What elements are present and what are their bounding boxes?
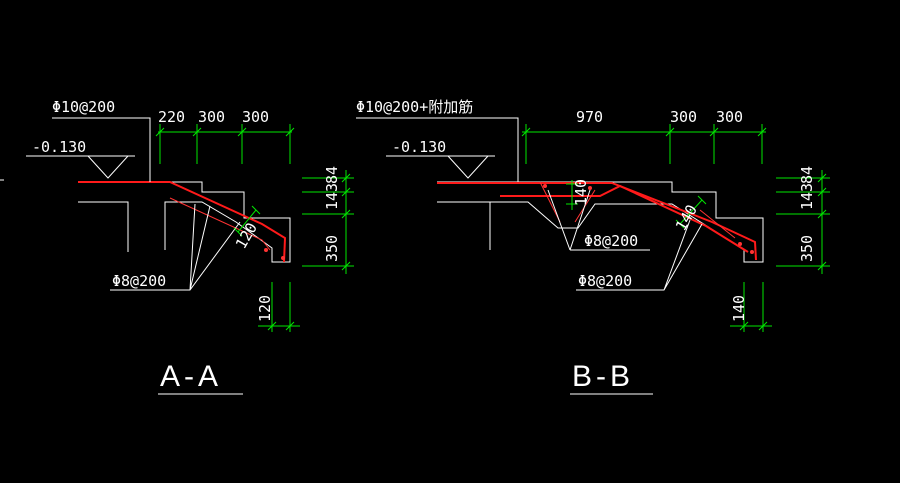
section-b-dim-970: 970 [576,108,603,126]
section-b: -0.130 Φ10@200+附加筋 Φ8@200 Φ8@200 970 300… [356,98,830,395]
section-b-rebar-dot [738,242,742,246]
section-b-dim-top-ticks [521,127,767,137]
section-a-stirrup-leader [110,203,241,291]
section-b-top-rebar-label: Φ10@200+附加筋 [356,98,473,116]
section-b-dim-right-lines [776,170,830,274]
section-b-additional-rebar [500,184,749,253]
section-a-top-rebar [78,181,287,263]
section-b-title: B-B [572,360,634,393]
section-b-dim-143: 143 [798,183,816,210]
section-b-top-rebar [437,182,757,261]
section-a: -0.130 Φ10@200 Φ8@200 220 300 300 84 143… [26,98,354,395]
section-a-dim-top-ticks [155,127,295,137]
section-b-rebar-dot [543,184,547,188]
section-a-dim-300a: 300 [198,108,225,126]
section-b-top-rebar-leader [356,117,519,182]
section-b-dim-step-140: 140 [572,179,590,206]
section-a-outline [78,181,291,263]
section-a-dim-top-lines [158,124,292,164]
section-b-dim-top-lines [522,124,766,164]
section-b-inner-stirrup-leader [547,189,650,251]
section-b-elevation-triangle [447,155,489,179]
section-a-dim-350: 350 [323,235,341,262]
section-a-dim-bottom-120: 120 [256,295,274,322]
section-b-outer-stirrup-leader [576,219,703,291]
section-a-dim-143: 143 [323,183,341,210]
section-b-elevation-label: -0.130 [392,138,446,156]
section-a-dim-bottom-lines [258,282,300,332]
section-b-dim-diag-lines [675,195,707,229]
section-b-dim-step-lines [566,180,578,210]
section-b-dim-84: 84 [798,166,816,184]
section-a-dim-300b: 300 [242,108,269,126]
section-b-rebar-dot [588,186,592,190]
section-a-dim-diag-lines [233,205,261,237]
section-a-top-rebar-leader [52,117,151,182]
section-a-top-rebar-label: Φ10@200 [52,98,115,116]
section-b-dim-right-ticks [817,173,827,271]
section-a-dim-84: 84 [323,166,341,184]
section-a-elevation-triangle [87,155,129,179]
section-a-rebar-dot [281,256,285,260]
section-b-dim-bottom-lines [730,282,772,332]
section-b-dim-300b: 300 [716,108,743,126]
section-a-elevation-label: -0.130 [32,138,86,156]
section-a-dim-right-ticks [341,173,351,271]
section-b-rebar-dot [750,250,754,254]
section-b-inner-stirrup-label: Φ8@200 [584,232,638,250]
section-b-outer-stirrup-label: Φ8@200 [578,272,632,290]
section-a-bottom-rebar [169,197,271,251]
section-a-rebar-dot [264,248,268,252]
section-b-dim-350: 350 [798,235,816,262]
section-b-dim-bottom-140: 140 [730,295,748,322]
section-a-dim-220: 220 [158,108,185,126]
section-a-title: A-A [160,360,222,393]
section-b-dim-300a: 300 [670,108,697,126]
section-a-dim-right-lines [302,170,354,274]
section-a-stirrup-label: Φ8@200 [112,272,166,290]
section-b-outline [437,181,764,263]
